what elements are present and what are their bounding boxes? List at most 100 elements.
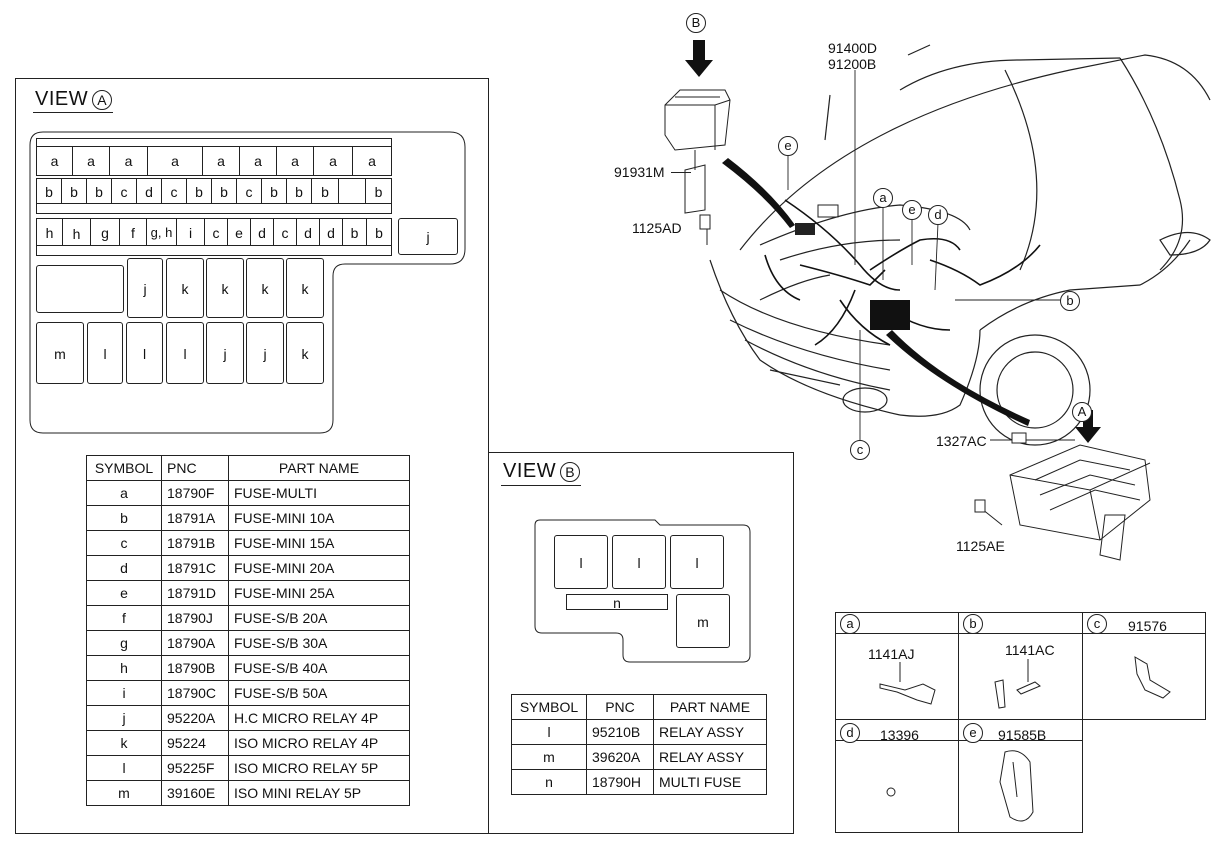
relay-cell: k [206, 258, 244, 318]
fuse-cell: b [86, 178, 112, 204]
fuse-cell: b [211, 178, 237, 204]
callout-view-b-marker: B [686, 13, 706, 33]
fuse-cell: h [36, 218, 63, 246]
fuse-cell: c [273, 218, 297, 246]
fuse-cell: c [161, 178, 187, 204]
relay-cell: l [126, 322, 163, 384]
fuse-cell: e [227, 218, 251, 246]
fuse-cell: b [286, 178, 312, 204]
fuse-cell: b [342, 218, 367, 246]
view-b-box-outline [534, 519, 751, 663]
part-number-label: 1141AJ [868, 646, 915, 662]
callout-view-a-marker: A [1072, 402, 1092, 422]
part-number-label: 91200B [828, 56, 877, 72]
fuse-cell: d [319, 218, 343, 246]
fuse-cell: f [119, 218, 147, 246]
fuse-box-outline [29, 131, 466, 434]
fuse-cell: i [176, 218, 205, 246]
view-b-marker: B [560, 461, 581, 482]
relay-cell: l [554, 535, 608, 589]
relay-cell: m [36, 322, 84, 384]
fuse-cell: b [366, 218, 392, 246]
part-number-label: 1327AC [936, 433, 987, 449]
part-number-label: 91400D [828, 40, 878, 56]
fuse-cell: a [72, 146, 110, 176]
table-header: PART NAME [228, 455, 410, 481]
fuse-cell: g [90, 218, 120, 246]
relay-cell: m [676, 594, 730, 648]
fuse-cell: h [62, 218, 91, 246]
view-a-marker: A [92, 89, 113, 110]
relay-cell: j [127, 258, 163, 318]
relay-cell [36, 265, 124, 313]
callout-b: b [1060, 291, 1080, 311]
fuse-cell: b [61, 178, 87, 204]
part-illustrations [879, 656, 1171, 822]
fuse-cell: g, h [146, 218, 177, 246]
table-header: PNC [161, 455, 229, 481]
relay-cell: j [206, 322, 244, 384]
fuse-cell: a [313, 146, 353, 176]
fuse-cell: b [36, 178, 62, 204]
part-number-label: 13396 [880, 727, 919, 743]
parts-cell-letter: b [963, 614, 983, 634]
fuse-cell: c [111, 178, 137, 204]
relay-cell: l [87, 322, 123, 384]
view-b-title-underline [501, 485, 581, 486]
fuse-cell: a [276, 146, 314, 176]
car-engine-bay-illustration [709, 44, 1211, 446]
parts-cell-e [958, 719, 1083, 833]
fuse-cell: b [261, 178, 287, 204]
fuse-cell: a [147, 146, 203, 176]
callout-c: c [850, 440, 870, 460]
fuse-cell: a [202, 146, 240, 176]
fuse-cell: c [204, 218, 228, 246]
table-header-row: SYMBOL PNC PART NAME [511, 694, 767, 720]
relay-cell: l [670, 535, 724, 589]
part-number-label: 91576 [1128, 618, 1167, 634]
relay-cell: l [612, 535, 666, 589]
fuse-cell: a [36, 146, 73, 176]
fuse-cell: b [186, 178, 212, 204]
callout-e: e [778, 136, 798, 156]
relay-box-b-illustration [664, 40, 731, 245]
table-header-row: SYMBOL PNC PART NAME [86, 455, 410, 481]
fuse-cell: b [311, 178, 339, 204]
parts-cell-letter: a [840, 614, 860, 634]
fuse-cell: a [239, 146, 277, 176]
parts-cell-letter: e [963, 723, 983, 743]
relay-cell: k [166, 258, 204, 318]
fuse-cell: b [365, 178, 392, 204]
relay-cell: k [246, 258, 284, 318]
parts-cell-letter: d [840, 723, 860, 743]
fuse-cell [338, 178, 366, 204]
relay-cell: j [398, 218, 458, 255]
relay-cell: j [246, 322, 284, 384]
fuse-cell: a [109, 146, 148, 176]
callout-a: a [873, 188, 893, 208]
fuse-cell: d [296, 218, 320, 246]
part-number-label: 91931M [614, 164, 665, 180]
callout-e: e [902, 200, 922, 220]
relay-cell: k [286, 258, 324, 318]
part-number-label: 1141AC [1005, 642, 1055, 658]
fuse-cell: c [236, 178, 262, 204]
relay-cell: l [166, 322, 204, 384]
junction-box-a-illustration [974, 410, 1151, 561]
